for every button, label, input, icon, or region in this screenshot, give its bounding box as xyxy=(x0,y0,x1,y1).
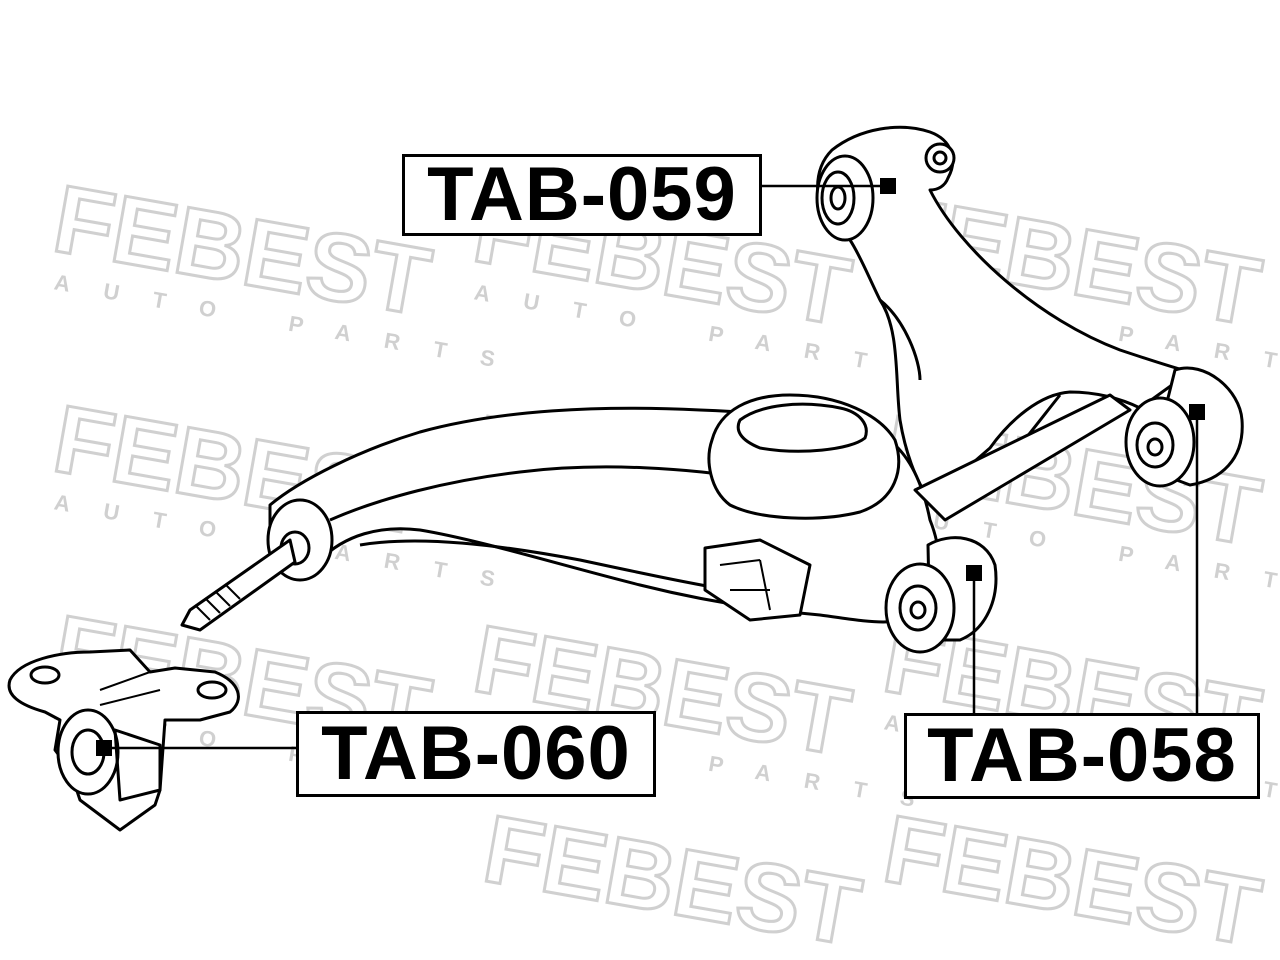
marker-tab-059 xyxy=(880,178,896,194)
watermark-brand: FEBEST xyxy=(476,795,868,960)
leader-markers xyxy=(96,178,1205,756)
callout-tab-058: TAB-058 xyxy=(904,713,1260,799)
mounting-bracket xyxy=(7,648,240,832)
marker-tab-058-left xyxy=(966,565,982,581)
watermark-brand: FEBEST xyxy=(876,795,1268,960)
lower-control-arm xyxy=(180,366,1244,654)
marker-tab-060 xyxy=(96,740,112,756)
marker-tab-058-right xyxy=(1189,404,1205,420)
upper-control-arm xyxy=(815,125,1192,502)
callout-tab-059: TAB-059 xyxy=(402,154,762,236)
callout-tab-060: TAB-060 xyxy=(296,711,656,797)
